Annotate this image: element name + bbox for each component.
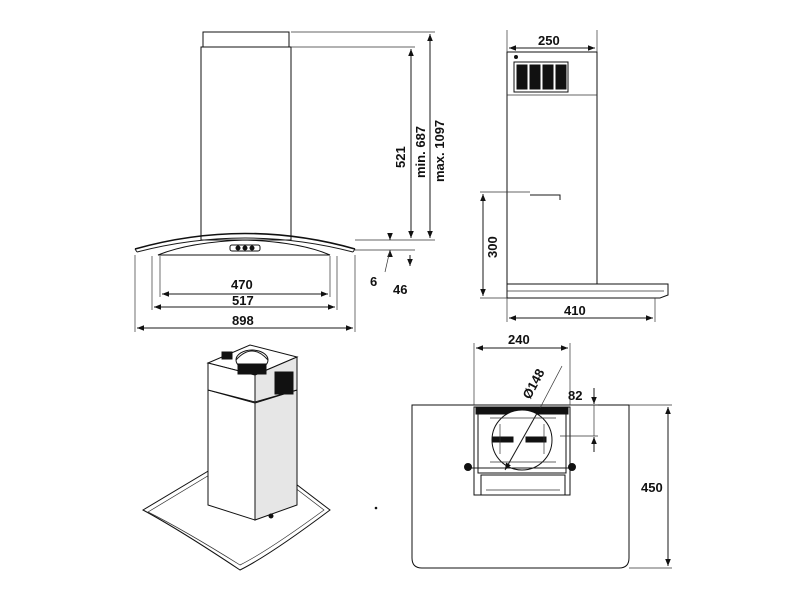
- dim-label-521: 521: [393, 146, 408, 168]
- front-chimney: [200, 46, 292, 241]
- dim-label-min-height: min. 687: [413, 126, 428, 178]
- front-glass-panel: [134, 232, 356, 250]
- dim-label-470: 470: [231, 277, 253, 292]
- mount-screw-right-icon: [568, 463, 576, 471]
- motor-fan-icon: [221, 349, 294, 395]
- dim-label-410: 410: [564, 303, 586, 318]
- perspective-view: [141, 344, 378, 571]
- perspective-screw-icon: [268, 513, 274, 519]
- perspective-chimney: [207, 389, 256, 521]
- dim-label-max-height: max. 1097: [432, 120, 447, 182]
- top-view: Ø148 240 82 450: [411, 332, 672, 569]
- vent-grille-icon: [513, 55, 569, 93]
- dim-label-82: 82: [568, 388, 582, 403]
- front-view: 521 min. 687 max. 1097 6 46 470 517 898: [134, 31, 447, 332]
- dim-label-898: 898: [232, 313, 254, 328]
- dim-label-46: 46: [393, 282, 407, 297]
- dim-label-450: 450: [641, 480, 663, 495]
- dim-label-300: 300: [485, 236, 500, 258]
- dim-label-250: 250: [538, 33, 560, 48]
- dim-label-240: 240: [508, 332, 530, 347]
- front-chimney-top: [202, 31, 290, 48]
- dim-label-6: 6: [370, 274, 377, 289]
- side-view: 250 300 410: [480, 30, 669, 322]
- mount-screw-left-icon: [464, 463, 472, 471]
- control-panel-icon: [229, 244, 261, 252]
- side-bracket: [530, 194, 561, 200]
- dim-label-148: Ø148: [519, 366, 547, 401]
- dim-label-517: 517: [232, 293, 254, 308]
